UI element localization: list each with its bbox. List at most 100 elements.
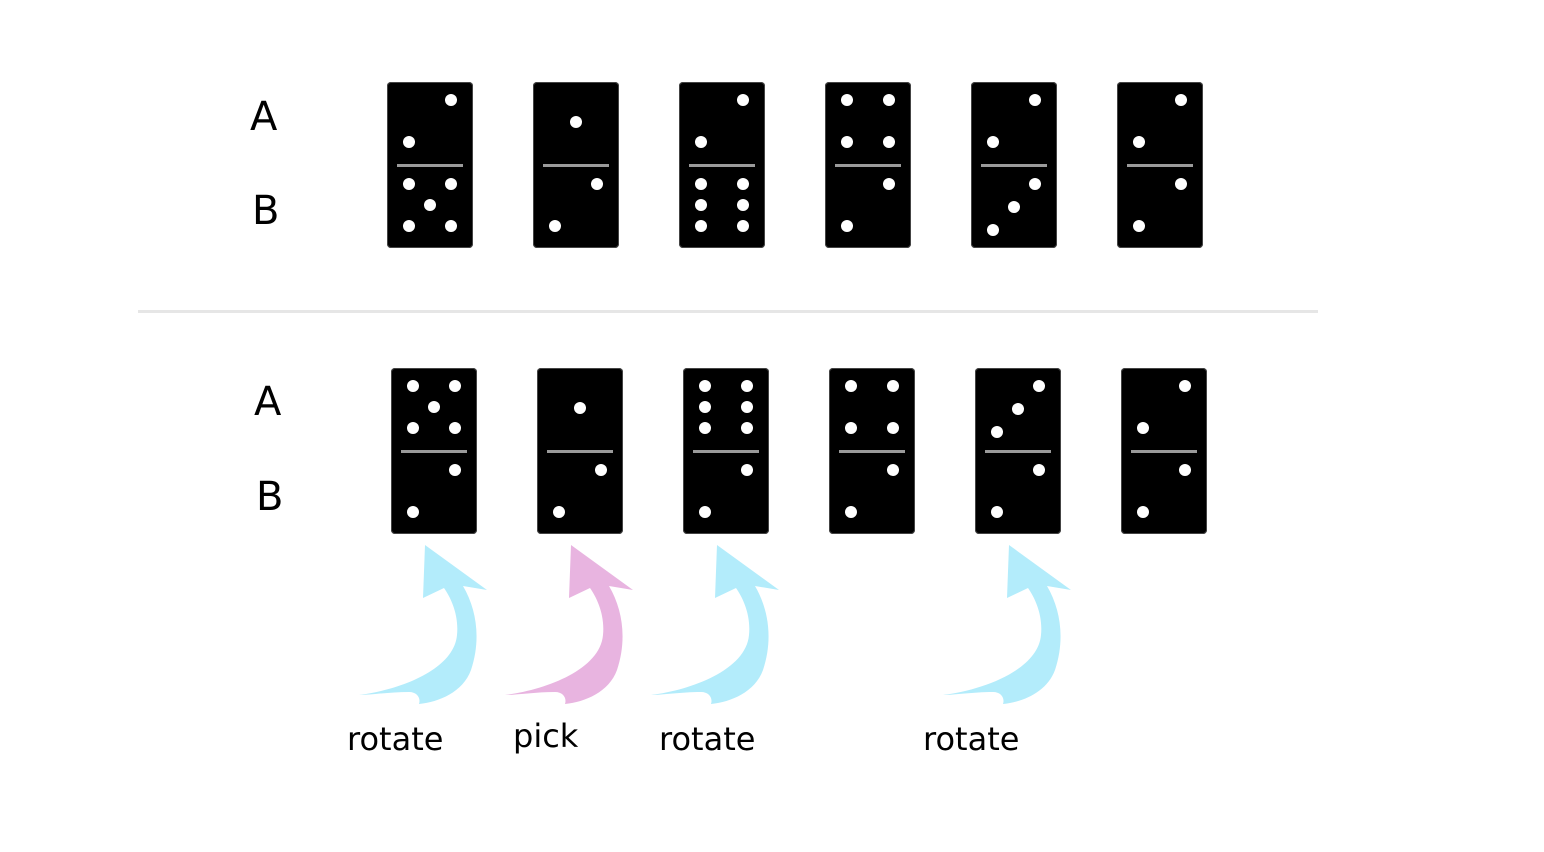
domino-tile bbox=[971, 82, 1057, 248]
pip bbox=[695, 136, 707, 148]
pip bbox=[1033, 464, 1045, 476]
domino-tile bbox=[683, 368, 769, 534]
domino-half-b bbox=[1121, 452, 1207, 534]
rotate-arrow-icon bbox=[943, 545, 1071, 704]
pip bbox=[1179, 380, 1191, 392]
action-label-pick: pick bbox=[513, 717, 579, 755]
pip bbox=[845, 422, 857, 434]
domino-divider bbox=[981, 164, 1047, 167]
pip bbox=[1029, 178, 1041, 190]
pip bbox=[699, 506, 711, 518]
pip bbox=[1033, 380, 1045, 392]
action-label-rotate: rotate bbox=[923, 720, 1020, 758]
domino-half-b bbox=[679, 166, 765, 248]
domino-divider bbox=[397, 164, 463, 167]
pip bbox=[737, 178, 749, 190]
pip bbox=[737, 220, 749, 232]
pip bbox=[991, 506, 1003, 518]
row1-label-a: A bbox=[250, 94, 278, 140]
pip bbox=[987, 224, 999, 236]
pip bbox=[1175, 178, 1187, 190]
row-divider bbox=[138, 310, 1318, 313]
domino-tile bbox=[975, 368, 1061, 534]
pip bbox=[741, 464, 753, 476]
domino-tile bbox=[1117, 82, 1203, 248]
domino-divider bbox=[693, 450, 759, 453]
pip bbox=[845, 506, 857, 518]
domino-tile bbox=[387, 82, 473, 248]
pip bbox=[887, 422, 899, 434]
domino-half-a bbox=[971, 82, 1057, 164]
domino-divider bbox=[543, 164, 609, 167]
pip bbox=[1029, 94, 1041, 106]
domino-half-b bbox=[825, 166, 911, 248]
pip bbox=[991, 426, 1003, 438]
domino-divider bbox=[985, 450, 1051, 453]
pip bbox=[424, 199, 436, 211]
domino-half-b bbox=[829, 452, 915, 534]
domino-half-a bbox=[537, 368, 623, 450]
domino-half-b bbox=[533, 166, 619, 248]
pip bbox=[1133, 220, 1145, 232]
pip bbox=[407, 506, 419, 518]
domino-tile bbox=[825, 82, 911, 248]
pip bbox=[591, 178, 603, 190]
domino-half-b bbox=[683, 452, 769, 534]
pip bbox=[407, 422, 419, 434]
pip bbox=[574, 402, 586, 414]
domino-tile bbox=[391, 368, 477, 534]
domino-half-a bbox=[391, 368, 477, 450]
domino-divider bbox=[1127, 164, 1193, 167]
pip bbox=[553, 506, 565, 518]
domino-tile bbox=[829, 368, 915, 534]
domino-half-a bbox=[975, 368, 1061, 450]
pip bbox=[883, 136, 895, 148]
domino-divider bbox=[547, 450, 613, 453]
domino-divider bbox=[401, 450, 467, 453]
pip bbox=[887, 380, 899, 392]
pip bbox=[699, 380, 711, 392]
pip bbox=[699, 422, 711, 434]
action-label-rotate: rotate bbox=[347, 720, 444, 758]
pip bbox=[987, 136, 999, 148]
pip bbox=[737, 94, 749, 106]
row1-label-b: B bbox=[252, 188, 280, 234]
domino-divider bbox=[839, 450, 905, 453]
pip bbox=[841, 94, 853, 106]
pip bbox=[595, 464, 607, 476]
pip bbox=[403, 178, 415, 190]
pip bbox=[407, 380, 419, 392]
pip bbox=[1179, 464, 1191, 476]
domino-half-a bbox=[683, 368, 769, 450]
pip bbox=[695, 199, 707, 211]
domino-divider bbox=[1131, 450, 1197, 453]
pip bbox=[737, 199, 749, 211]
domino-half-b bbox=[391, 452, 477, 534]
domino-tile bbox=[537, 368, 623, 534]
pip bbox=[1137, 506, 1149, 518]
pip bbox=[1133, 136, 1145, 148]
domino-divider bbox=[689, 164, 755, 167]
pip bbox=[695, 178, 707, 190]
pip bbox=[1008, 201, 1020, 213]
pip bbox=[845, 380, 857, 392]
domino-tile bbox=[679, 82, 765, 248]
domino-half-b bbox=[537, 452, 623, 534]
pip bbox=[741, 380, 753, 392]
rotate-arrow-icon bbox=[651, 545, 779, 704]
domino-half-b bbox=[387, 166, 473, 248]
pip bbox=[841, 220, 853, 232]
domino-tile bbox=[533, 82, 619, 248]
pip bbox=[549, 220, 561, 232]
domino-half-a bbox=[1117, 82, 1203, 164]
pip bbox=[883, 94, 895, 106]
pip bbox=[449, 422, 461, 434]
pip bbox=[1175, 94, 1187, 106]
pip bbox=[741, 422, 753, 434]
pip bbox=[741, 401, 753, 413]
pip bbox=[445, 94, 457, 106]
action-label-rotate: rotate bbox=[659, 720, 756, 758]
domino-half-a bbox=[533, 82, 619, 164]
rotate-arrow-icon bbox=[359, 545, 487, 704]
domino-divider bbox=[835, 164, 901, 167]
